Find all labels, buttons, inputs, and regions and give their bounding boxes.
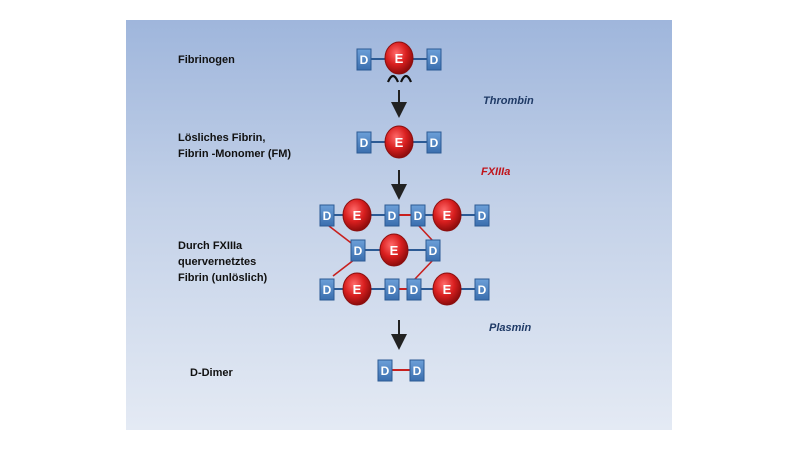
- label-crosslinked-line1: Durch FXIIIa: [178, 240, 243, 252]
- e-domain: [379, 233, 409, 267]
- d-domain: [426, 48, 442, 71]
- d-label: D: [430, 136, 439, 150]
- enzyme-plasmin: Plasmin: [489, 322, 532, 334]
- d-label: D: [388, 283, 397, 297]
- d-label: D: [478, 209, 487, 223]
- e-label: E: [443, 282, 452, 297]
- e-label: E: [353, 282, 362, 297]
- crosslinked-fibrin: D E D D E D D E D D E D D E D: [319, 198, 490, 306]
- label-soluble-fibrin: Lösliches Fibrin, Fibrin -Monomer (FM): [178, 130, 291, 162]
- e-label: E: [353, 208, 362, 223]
- label-soluble-line2: Fibrin -Monomer (FM): [178, 148, 292, 160]
- d-domain: [384, 278, 400, 301]
- d-domain: [474, 204, 490, 227]
- d-domain: [474, 278, 490, 301]
- d-domain: [356, 131, 372, 154]
- e-domain: [432, 198, 462, 232]
- e-domain: [432, 272, 462, 306]
- d-domain: [350, 239, 366, 262]
- d-domain: [425, 239, 441, 262]
- label-crosslinked-line3: Fibrin (unlöslich): [178, 272, 268, 284]
- d-domain: [406, 278, 422, 301]
- e-label: E: [395, 51, 404, 66]
- d-label: D: [360, 53, 369, 67]
- d-label: D: [388, 209, 397, 223]
- d-domain: [319, 204, 335, 227]
- e-domain: [342, 272, 372, 306]
- fibrinopeptide-arc: [386, 74, 400, 83]
- d-domain: [426, 131, 442, 154]
- d-domain: [377, 359, 393, 382]
- d-label: D: [323, 209, 332, 223]
- d-label: D: [413, 364, 422, 378]
- d-label: D: [414, 209, 423, 223]
- d-label: D: [360, 136, 369, 150]
- d-label: D: [478, 283, 487, 297]
- d-label: D: [323, 283, 332, 297]
- label-crosslinked-fibrin: Durch FXIIIa quervernetztes Fibrin (unlö…: [178, 238, 267, 286]
- d-dimer-molecule: D D: [377, 359, 425, 382]
- e-domain: [342, 198, 372, 232]
- e-label: E: [390, 243, 399, 258]
- fibrinogen-molecule: D E D: [356, 41, 442, 83]
- label-d-dimer: D-Dimer: [190, 367, 233, 379]
- label-fibrinogen: Fibrinogen: [178, 54, 235, 66]
- d-domain: [384, 204, 400, 227]
- d-label: D: [410, 283, 419, 297]
- d-label: D: [430, 53, 439, 67]
- crosslink: [418, 225, 434, 242]
- d-domain: [356, 48, 372, 71]
- fibrin-monomer: D E D: [356, 125, 442, 159]
- d-label: D: [429, 244, 438, 258]
- label-crosslinked-line2: quervernetztes: [178, 256, 257, 268]
- d-domain: [409, 359, 425, 382]
- label-soluble-line1: Lösliches Fibrin,: [178, 132, 266, 144]
- d-domain: [319, 278, 335, 301]
- d-label: D: [354, 244, 363, 258]
- fibrinopeptide-arc: [399, 74, 413, 83]
- crosslink: [413, 258, 435, 281]
- d-label: D: [381, 364, 390, 378]
- enzyme-thrombin: Thrombin: [483, 95, 534, 107]
- e-label: E: [443, 208, 452, 223]
- d-domain: [410, 204, 426, 227]
- enzyme-fxiiia: FXIIIa: [481, 166, 511, 178]
- e-label: E: [395, 135, 404, 150]
- e-domain: [384, 125, 414, 159]
- e-domain: [384, 41, 414, 75]
